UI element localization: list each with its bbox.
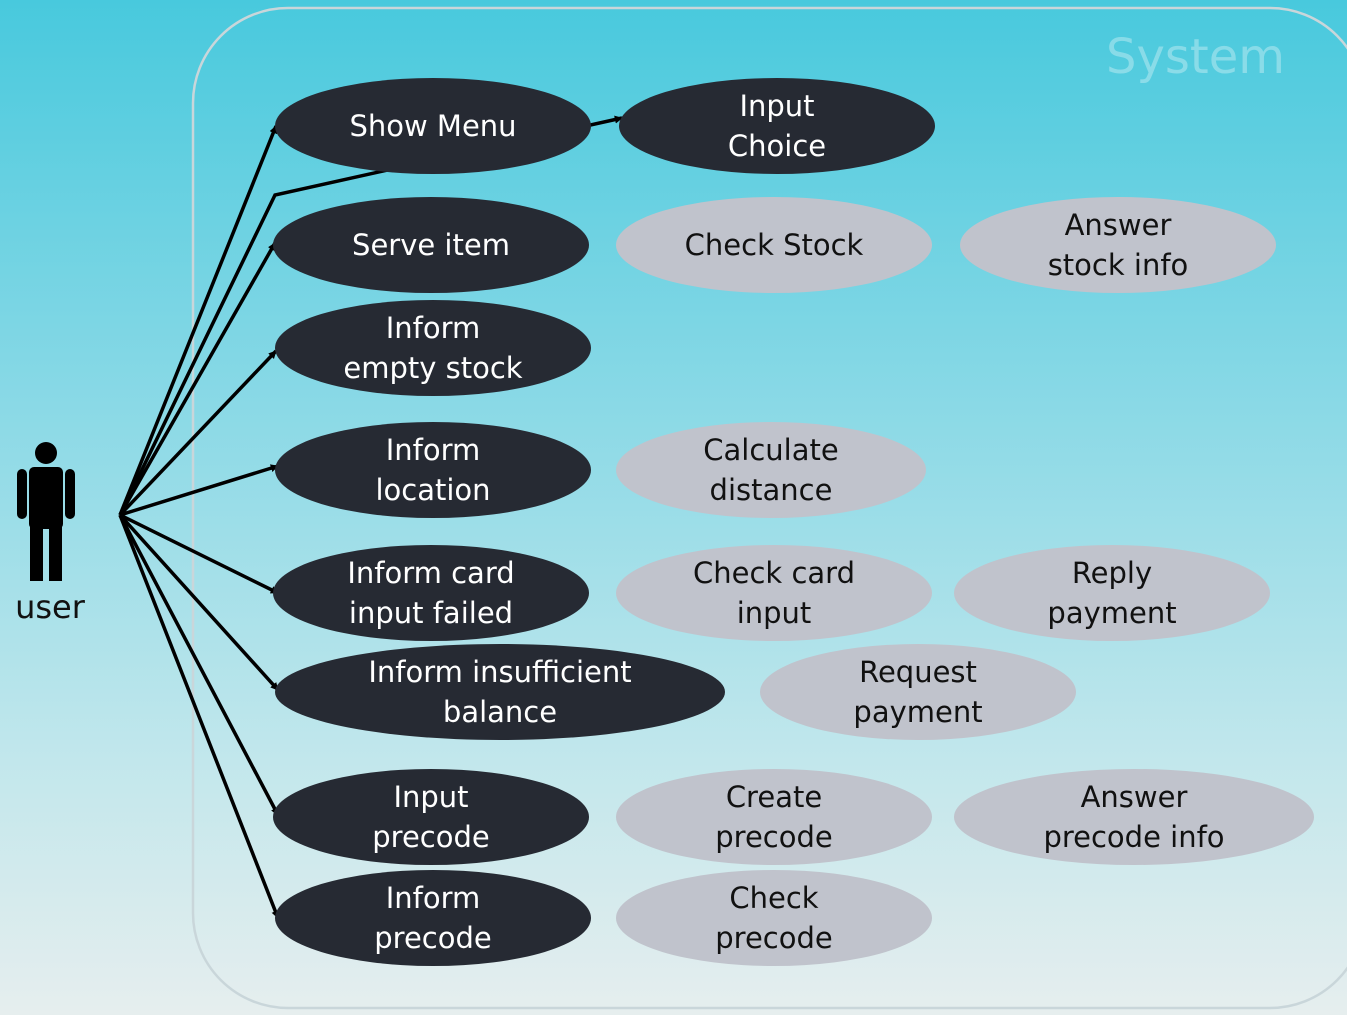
use-case-inform-empty-stock: Inform empty stock [275,300,591,396]
system-title: System [1106,29,1285,85]
use-case-label: Request [859,655,977,689]
use-case-ellipse [960,197,1276,293]
use-case-check-card-input: Check card input [616,545,932,641]
use-case-inform-card-input-failed: Inform card input failed [273,545,589,641]
arrow-to-inform-empty-stock [118,349,278,517]
use-case-calculate-distance: Calculate distance [616,422,926,518]
use-case-label: input [737,596,812,630]
use-case-label: Answer [1065,208,1172,242]
use-case-label: Input [393,780,468,814]
use-case-label: Serve item [352,228,510,262]
use-case-label: balance [443,695,557,729]
use-case-label: Inform [386,433,481,467]
use-case-ellipse [616,545,932,641]
arrow-to-inform-card-input-failed [119,513,279,595]
use-case-label: precode [372,820,489,854]
use-case-ellipse [275,78,591,174]
person-icon [17,442,75,581]
use-case-inform-insufficient-balance: Inform insufficient balance [275,644,725,740]
use-case-label: Inform card [347,556,514,590]
arrow-to-inform-location [119,464,279,517]
use-case-create-precode: Create precode [616,769,932,865]
use-case-label: Create [726,780,822,814]
use-case-ellipse [273,769,589,865]
use-case-label: Calculate [703,433,838,467]
use-case-label: Inform [386,311,481,345]
use-case-serve-item: Serve item [273,197,589,293]
use-case-ellipse [954,769,1314,865]
use-case-label: Inform insufficient [368,655,631,689]
use-case-check-precode: Check precode [616,870,932,966]
actor-label: user [15,588,86,626]
use-case-label: precode [374,921,491,955]
use-case-label: stock info [1048,248,1189,282]
arrow-to-input-precode [118,514,280,816]
use-case-input-precode: Input precode [273,769,589,865]
use-case-label: Show Menu [349,109,516,143]
use-case-label: input failed [349,596,513,630]
use-case-answer-stock-info: Answer stock info [960,197,1276,293]
use-case-inform-location: Inform location [275,422,591,518]
use-case-label: Choice [728,129,826,163]
use-case-label: precode info [1043,820,1224,854]
use-case-label: precode [715,921,832,955]
use-case-ellipse [273,545,589,641]
use-case-ellipse [616,197,932,293]
use-case-check-stock: Check Stock [616,197,932,293]
use-case-ellipse [275,644,725,740]
use-case-request-payment: Request payment [760,644,1076,740]
arrow-to-show-menu [118,125,278,516]
use-case-ellipse [616,870,932,966]
arrow-to-inform-insufficient-balance [118,513,280,692]
use-case-label: payment [853,695,982,729]
use-case-ellipse [275,300,591,396]
use-case-ellipse [275,870,591,966]
use-case-show-menu: Show Menu [275,78,591,174]
use-case-reply-payment: Reply payment [954,545,1270,641]
use-case-inform-precode: Inform precode [275,870,591,966]
association-arrows [118,115,623,919]
use-case-ellipse [619,78,935,174]
use-case-ellipse [616,422,926,518]
use-case-label: Check card [693,556,855,590]
use-case-label: Reply [1072,556,1152,590]
use-case-answer-precode-info: Answer precode info [954,769,1314,865]
use-case-ellipse [275,422,591,518]
use-case-ellipse [616,769,932,865]
use-case-label: empty stock [343,351,522,385]
use-case-label: Check [729,881,818,915]
use-case-label: Input [739,89,814,123]
use-case-label: distance [710,473,833,507]
use-case-label: payment [1047,596,1176,630]
use-case-ellipse [954,545,1270,641]
arrow-to-inform-precode [118,514,280,919]
use-case-label: Inform [386,881,481,915]
system-boundary [191,6,1347,1010]
arrow-to-serve-item [118,242,277,516]
use-case-ellipse [273,197,589,293]
use-case-label: precode [715,820,832,854]
use-case-label: Check Stock [685,228,864,262]
use-case-label: location [375,473,490,507]
use-case-ellipse [760,644,1076,740]
use-case-label: Answer [1081,780,1188,814]
